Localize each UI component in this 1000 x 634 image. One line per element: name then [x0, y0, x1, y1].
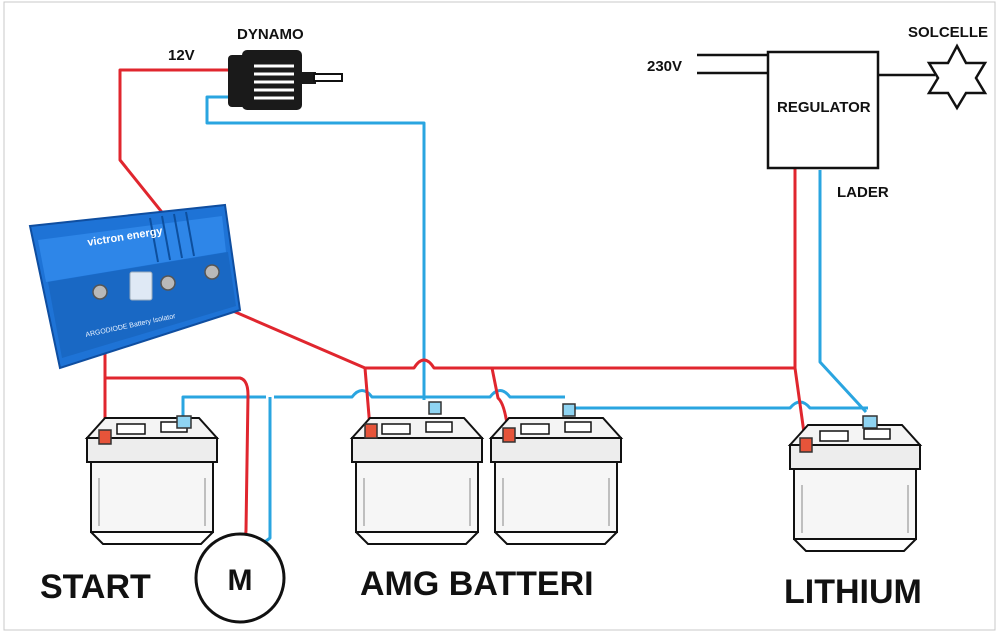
- dynamo-label: DYNAMO: [237, 26, 304, 43]
- isolator-terminal-icon: [204, 264, 220, 280]
- regulator-box: [766, 50, 880, 170]
- start-label: START: [40, 568, 151, 606]
- voltage-230v-label: 230V: [647, 58, 682, 75]
- dynamo-icon: [228, 50, 343, 110]
- lithium-label: LITHIUM: [784, 573, 922, 611]
- battery-terminals: [98, 401, 878, 453]
- solar-panel-icon: [926, 43, 988, 111]
- battery-isolator-image: victron energy ARGODIODE Battery Isolato…: [28, 203, 242, 370]
- solar-label: SOLCELLE: [908, 24, 988, 41]
- charger-label: LADER: [837, 184, 889, 201]
- amg-label: AMG BATTERI: [360, 565, 594, 603]
- isolator-terminal-icon: [92, 284, 108, 300]
- voltage-12v-label: 12V: [168, 47, 195, 64]
- motor-label: M: [228, 564, 253, 597]
- page-border: [3, 1, 996, 631]
- ac-wires: [697, 53, 935, 77]
- regulator-label: REGULATOR: [777, 99, 871, 116]
- starter-motor-icon: [194, 532, 286, 624]
- isolator-terminal-icon: [160, 275, 176, 291]
